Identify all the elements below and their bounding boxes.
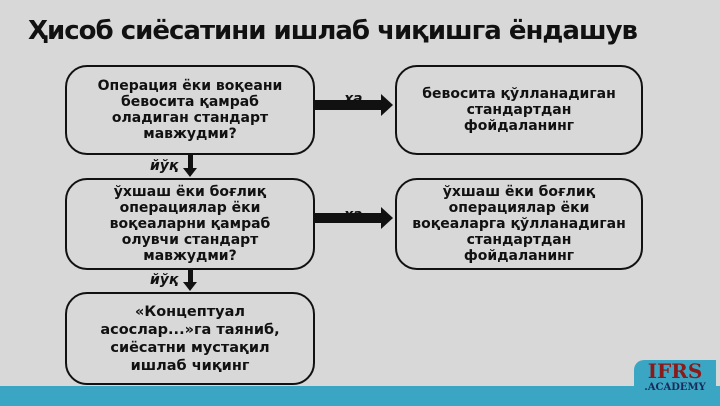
- yes-label-1: ҳа: [344, 91, 363, 107]
- slide-title: Ҳисоб сиёсатини ишлаб чиқишга ёндашув: [28, 16, 638, 46]
- answer-box-2: ўхшаш ёки боғлиқ операциялар ёки воқеала…: [395, 178, 643, 270]
- arrow-right-icon: [315, 207, 393, 229]
- arrow-right-icon: [315, 94, 393, 116]
- answer-box-1: бевосита қўлланадиган стандартдан фойдал…: [395, 65, 643, 155]
- no-label-2: йўқ: [150, 272, 179, 288]
- question-box-1: Операция ёки воқеани бевосита қамраб ола…: [65, 65, 315, 155]
- arrow-down-icon: [183, 155, 197, 177]
- yes-label-2: ҳа: [344, 207, 363, 223]
- final-box: «Концептуал асослар...»га таяниб, сиёсат…: [65, 292, 315, 385]
- arrow-down-icon: [183, 270, 197, 291]
- logo-subtext: .ACADEMY: [644, 382, 706, 393]
- ifrs-academy-logo: IFRS .ACADEMY: [634, 360, 716, 404]
- question-box-2: ўхшаш ёки боғлиқ операциялар ёки воқеала…: [65, 178, 315, 270]
- no-label-1: йўқ: [150, 158, 179, 174]
- footer-bar: [0, 386, 720, 406]
- logo-text: IFRS: [647, 359, 703, 383]
